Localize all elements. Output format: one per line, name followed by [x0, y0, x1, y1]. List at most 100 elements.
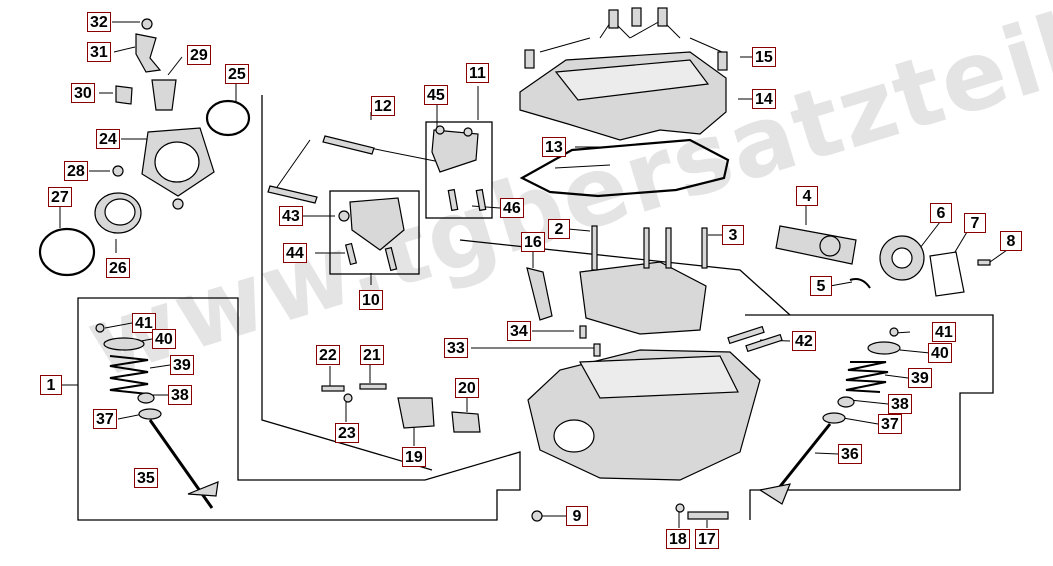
part-seal-38-right — [837, 396, 855, 408]
callout-2: 2 — [548, 219, 570, 239]
part-keeper-41-right — [889, 327, 899, 337]
part-valve-cover-top — [554, 59, 710, 101]
callout-9: 9 — [566, 506, 588, 526]
valve-group-frame-left — [77, 297, 521, 521]
part-head-top — [579, 355, 739, 399]
part-rocker-shaft-10 — [267, 185, 318, 204]
valve-group-frame-right — [745, 314, 994, 520]
callout-20: 20 — [455, 378, 479, 398]
callout-38-right: 38 — [888, 394, 912, 414]
callout-39-right: 39 — [908, 368, 932, 388]
part-bolt-2b — [643, 227, 650, 269]
part-retainer-40-right — [867, 341, 901, 355]
part-bolt-15b — [631, 7, 642, 27]
part-screw-44b — [384, 246, 398, 272]
callout-22: 22 — [316, 345, 340, 365]
part-cap-32 — [141, 18, 153, 30]
callout-30: 30 — [71, 83, 95, 103]
part-rocker-shaft-12 — [322, 135, 375, 155]
part-housing-bore — [154, 141, 200, 183]
callout-15: 15 — [752, 47, 776, 67]
part-bolt-15a — [608, 9, 619, 29]
part-clip-5 — [849, 278, 871, 289]
callout-36: 36 — [838, 444, 862, 464]
part-bolt-22 — [321, 385, 345, 392]
part-valve-cover-14 — [519, 51, 727, 141]
callout-8: 8 — [1000, 231, 1022, 251]
callout-41-left: 41 — [132, 313, 156, 333]
callout-21: 21 — [360, 345, 384, 365]
callout-29: 29 — [187, 45, 211, 65]
callout-3: 3 — [722, 225, 744, 245]
callout-43: 43 — [279, 206, 303, 226]
cylinder-head-frame — [261, 95, 791, 471]
callout-1: 1 — [40, 375, 62, 395]
part-retainer-40-left — [103, 337, 145, 351]
part-bolt-15c — [657, 7, 668, 27]
part-screw-44a — [344, 242, 358, 266]
part-bolt-15d — [524, 49, 535, 69]
callout-16: 16 — [521, 232, 545, 252]
part-clamp-27 — [38, 227, 96, 277]
callout-31: 31 — [87, 42, 111, 62]
part-plug-9 — [531, 510, 543, 522]
part-seat-37-left — [138, 408, 162, 420]
callout-25: 25 — [225, 64, 249, 84]
callout-27: 27 — [48, 187, 72, 207]
part-screw-46a — [447, 188, 459, 212]
callout-6: 6 — [930, 203, 952, 223]
part-fitting-29 — [151, 79, 177, 111]
callout-32: 32 — [87, 12, 111, 32]
part-nut-45a — [435, 125, 445, 135]
part-seal-38-left — [137, 392, 155, 404]
part-screw-46b — [475, 188, 487, 212]
callout-10: 10 — [359, 290, 383, 310]
part-dowel-34 — [579, 325, 587, 339]
part-sprocket-hub — [891, 247, 913, 269]
part-bolt-17 — [687, 511, 729, 520]
part-rocker-arm-10 — [349, 197, 405, 251]
part-camshaft-4 — [775, 225, 857, 265]
part-gasket-13 — [519, 138, 730, 198]
part-dowel-33 — [593, 343, 601, 357]
callout-39-left: 39 — [170, 355, 194, 375]
part-bolt-28b — [172, 198, 184, 210]
part-bolt-8 — [977, 259, 991, 266]
part-pin-42a — [727, 325, 765, 345]
part-bolt-2c — [665, 227, 672, 269]
part-keeper-41-left — [95, 323, 105, 333]
callout-45: 45 — [424, 85, 448, 105]
part-seal-26-inner — [104, 198, 136, 226]
callout-14: 14 — [752, 89, 776, 109]
callout-40-right: 40 — [928, 343, 952, 363]
part-cam-lobe — [819, 235, 841, 257]
callout-23: 23 — [335, 423, 359, 443]
callout-46: 46 — [500, 198, 524, 218]
part-cam-carrier — [579, 261, 707, 335]
part-nut-45b — [463, 127, 473, 137]
callout-19: 19 — [402, 447, 426, 467]
part-nut-43 — [338, 210, 350, 222]
part-rocker-arm-11 — [431, 129, 479, 173]
part-washer-23 — [343, 393, 353, 403]
part-pump-19 — [397, 397, 435, 429]
callout-33: 33 — [444, 338, 468, 358]
part-bolt-3 — [701, 227, 708, 269]
callout-11: 11 — [466, 63, 489, 83]
callout-17: 17 — [695, 529, 719, 549]
callout-26: 26 — [106, 258, 130, 278]
callout-37-left: 37 — [93, 409, 117, 429]
part-oring-25 — [205, 99, 251, 137]
callout-5: 5 — [810, 276, 832, 296]
callout-18: 18 — [666, 529, 690, 549]
part-intake-port — [553, 419, 595, 453]
part-bolt-15e — [717, 51, 728, 71]
rocker-box-11 — [425, 121, 493, 219]
part-bolt-28 — [112, 165, 124, 177]
callout-24: 24 — [96, 129, 120, 149]
part-spark-plug-16 — [526, 267, 553, 321]
callout-40-left: 40 — [152, 329, 176, 349]
part-pin-42b — [745, 333, 783, 353]
